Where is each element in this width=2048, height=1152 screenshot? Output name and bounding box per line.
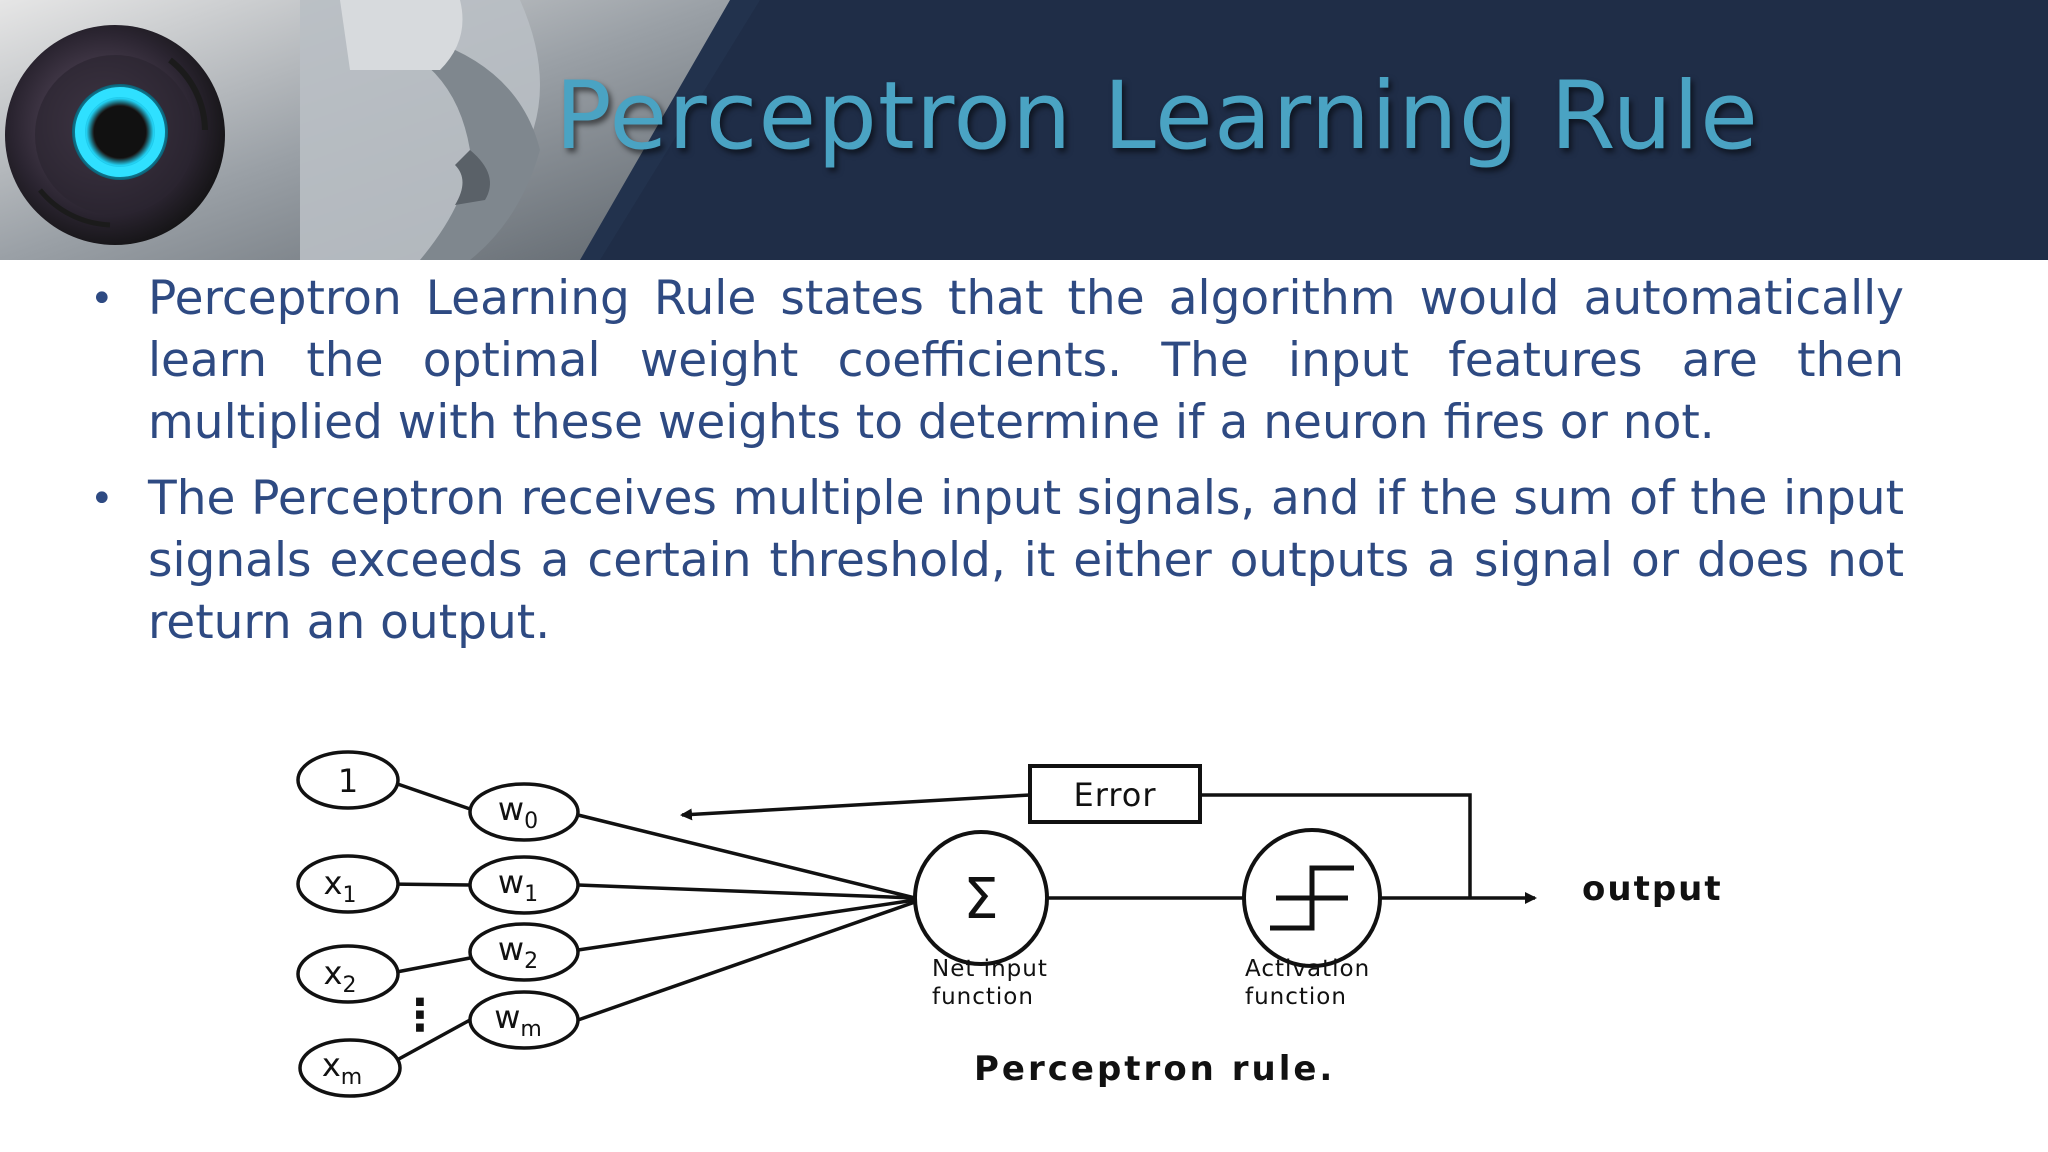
activation-label: function	[1245, 984, 1347, 1010]
weight-node: w1	[468, 855, 580, 915]
input-node: x2	[296, 944, 400, 1004]
svg-text:w1: w1	[498, 863, 538, 907]
step-function-icon	[1270, 865, 1354, 931]
input-label: x	[324, 864, 343, 902]
input-label: x	[324, 954, 343, 992]
bullet-text: The Perceptron receives multiple input s…	[148, 471, 1904, 650]
input-subscript: 2	[342, 973, 356, 998]
svg-text:w0: w0	[498, 790, 538, 834]
weight-subscript: m	[520, 1017, 541, 1042]
weight-node: w0	[468, 782, 580, 842]
input-node: xm	[298, 1038, 402, 1098]
weight-subscript: 2	[524, 949, 538, 974]
weight-subscript: 1	[524, 882, 538, 907]
weight-subscript: 0	[524, 809, 538, 834]
sigma-symbol: Σ	[963, 867, 998, 932]
input-label: x	[322, 1046, 341, 1084]
bullet-item: • Perceptron Learning Rule states that t…	[88, 268, 1904, 454]
bullet-dot-icon: •	[90, 276, 114, 322]
svg-text:x2: x2	[324, 954, 357, 998]
weight-label: w	[498, 863, 524, 901]
net-input-label: function	[932, 984, 1034, 1010]
sum-node: Σ	[913, 830, 1049, 966]
robot-head-illustration	[0, 0, 2048, 260]
input-node: 1	[296, 750, 400, 810]
weight-label: w	[494, 998, 520, 1036]
activation-node	[1242, 828, 1382, 968]
svg-text:w2: w2	[498, 930, 538, 974]
slide-title: Perceptron Learning Rule	[555, 62, 1759, 171]
weight-node: wm	[468, 990, 580, 1050]
weight-label: w	[498, 790, 524, 828]
svg-text:xm: xm	[322, 1046, 362, 1090]
weight-node: w2	[468, 922, 580, 982]
header-banner: Perceptron Learning Rule	[0, 0, 2048, 260]
output-label: output	[1582, 869, 1723, 909]
bullet-text: Perceptron Learning Rule states that the…	[148, 271, 1904, 450]
activation-label: Activation	[1245, 956, 1370, 982]
svg-text:1: 1	[338, 762, 358, 800]
bullet-dot-icon: •	[90, 476, 114, 522]
weight-label: w	[498, 930, 524, 968]
input-label: 1	[338, 762, 358, 800]
perceptron-diagram: 1 x1 x2 xm ⋮ w0 w1 w2 wm Σ Net input fun…	[296, 750, 1723, 1098]
net-input-label: Net input	[932, 956, 1048, 982]
input-node: x1	[296, 854, 400, 914]
bullet-item: • The Perceptron receives multiple input…	[88, 468, 1904, 654]
svg-text:wm: wm	[494, 998, 542, 1042]
input-subscript: m	[341, 1065, 362, 1090]
input-subscript: 1	[342, 883, 356, 908]
error-box: Error	[1028, 764, 1202, 824]
diagram-caption: Perceptron rule.	[974, 1049, 1335, 1089]
bullet-list: • Perceptron Learning Rule states that t…	[88, 268, 1904, 668]
svg-text:x1: x1	[324, 864, 357, 908]
error-label: Error	[1074, 776, 1157, 814]
ellipsis-label: ⋮	[398, 990, 442, 1041]
